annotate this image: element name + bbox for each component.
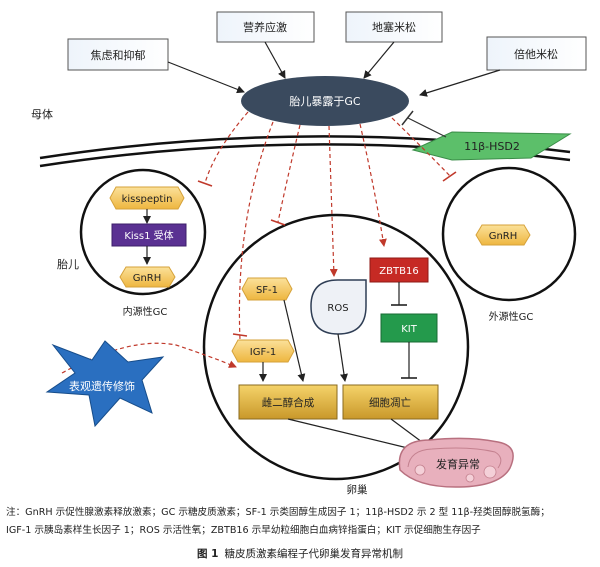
fetus-label: 胎儿 (57, 257, 79, 271)
nutrition-box: 营养应激 (216, 11, 315, 43)
caption-note-line1: 注：GnRH 示促性腺激素释放激素；GC 示糖皮质激素；SF-1 示类固醇生成因… (6, 507, 550, 518)
hsd2-enzyme: 11β-HSD2 (411, 131, 572, 161)
igf1-node: IGF-1 (231, 339, 295, 363)
figure-title: 图 1 糖皮质激素编程子代卵巢发育异常机制 (0, 546, 600, 561)
anxiety-label: 焦虑和抑郁 (91, 48, 146, 62)
betamethasone-box: 倍他米松 (486, 36, 587, 71)
bar-exogenous (442, 171, 457, 182)
ros-label: ROS (327, 303, 348, 314)
dexamethasone-box: 地塞米松 (345, 11, 443, 43)
hsd2-inhibit-bar (401, 110, 414, 126)
ovary-illustration: 发育异常 (398, 437, 514, 488)
figure-title-text: 糖皮质激素编程子代卵巢发育异常机制 (224, 548, 403, 560)
fetal-gc-exposure: 胎儿暴露于GC (241, 76, 409, 126)
kit-label: KIT (401, 324, 418, 335)
arrow-betamethasone (419, 69, 501, 97)
igf1-label: IGF-1 (250, 347, 276, 358)
sf1-label: SF-1 (256, 285, 278, 296)
anxiety-box: 焦虑和抑郁 (67, 38, 169, 71)
bar-sf1 (270, 219, 286, 226)
endogenous-label: 内源性GC (123, 305, 168, 318)
arrow-estradiol-abnormal (287, 418, 421, 454)
arrow-to-zbtb16 (359, 123, 387, 247)
estradiol-label: 雌二醇合成 (262, 396, 315, 409)
apoptosis-label: 细胞凋亡 (369, 396, 411, 409)
epigenetic-label: 表观遗传修饰 (69, 379, 135, 393)
bar-igf1 (232, 333, 248, 337)
bar-endogenous (197, 180, 213, 187)
kisspeptin-label: kisspeptin (122, 194, 173, 205)
dexamethasone-label: 地塞米松 (372, 20, 416, 34)
sf1-node: SF-1 (241, 277, 293, 301)
inhibit-to-sf1 (277, 124, 301, 223)
gnrh-exogenous-node: GnRH (475, 224, 531, 246)
gnrh-exogenous-label: GnRH (489, 231, 518, 242)
arrow-nutrition (264, 41, 286, 79)
kiss1-receptor-label: Kiss1 受体 (124, 230, 173, 242)
epigenetic-star: 表观遗传修饰 (45, 340, 165, 428)
inhibit-to-igf1 (238, 121, 274, 341)
kiss1-receptor-node: Kiss1 受体 (111, 223, 187, 247)
ovary-label: 卵巢 (347, 483, 368, 496)
figure-number: 图 1 (197, 548, 219, 560)
kisspeptin-node: kisspeptin (109, 186, 185, 210)
apoptosis-box: 细胞凋亡 (342, 384, 439, 420)
arrow-sf1-estradiol (283, 299, 306, 382)
center-label: 胎儿暴露于GC (289, 94, 361, 108)
zbtb16-node: ZBTB16 (369, 257, 429, 283)
kit-node: KIT (380, 313, 438, 343)
zbtb16-label: ZBTB16 (379, 266, 418, 277)
arrow-dexamethasone (363, 41, 395, 79)
gnrh-endogenous-label: GnRH (133, 273, 162, 284)
arrow-anxiety (167, 61, 245, 94)
caption-note-line2: IGF-1 示胰岛素样生长因子 1；ROS 示活性氧；ZBTB16 示早幼粒细胞… (6, 525, 481, 536)
estradiol-box: 雌二醇合成 (238, 384, 338, 420)
abnormal-label: 发育异常 (436, 457, 480, 471)
inhibit-to-exogenous (391, 117, 451, 177)
hsd2-inhibit-line (407, 117, 447, 138)
exogenous-label: 外源性GC (489, 310, 534, 323)
betamethasone-label: 倍他米松 (514, 47, 558, 61)
gnrh-endogenous-node: GnRH (119, 266, 176, 288)
arrow-ros-apoptosis (337, 333, 348, 382)
inhibit-to-endogenous (204, 111, 249, 184)
nutrition-label: 营养应激 (243, 20, 287, 34)
mother-label: 母体 (31, 107, 53, 121)
hsd2-label: 11β-HSD2 (464, 140, 520, 153)
ros-node: ROS (310, 279, 367, 335)
